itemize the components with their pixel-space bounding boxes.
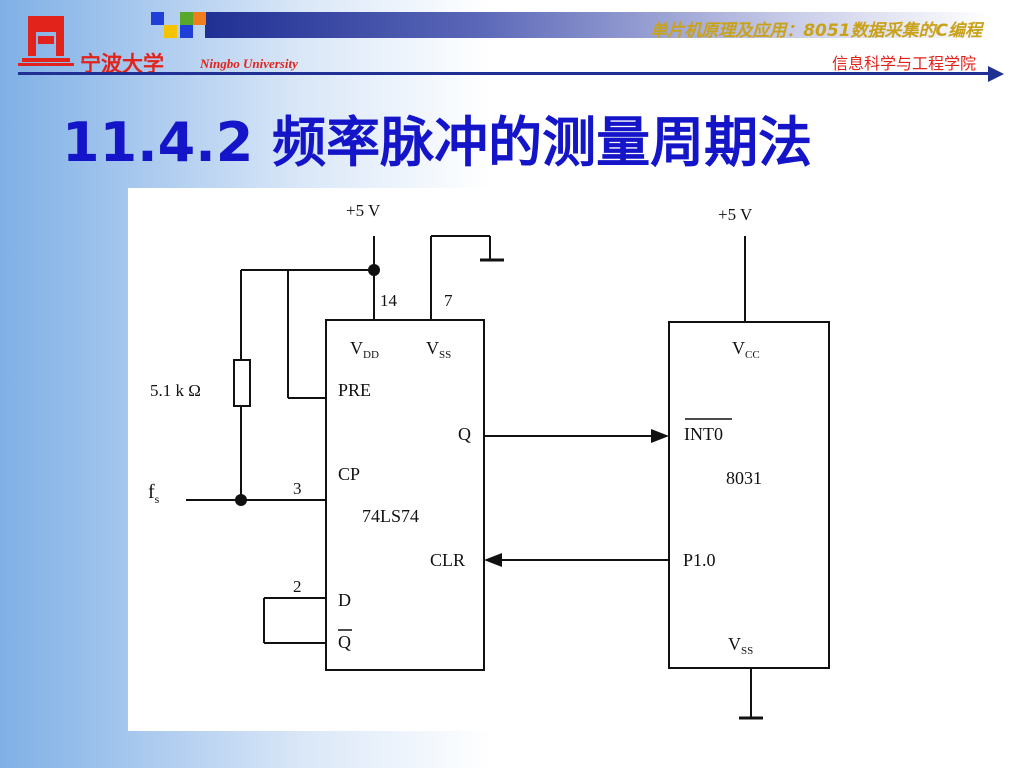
resistor-body [233, 359, 251, 407]
label-d: D [338, 590, 351, 610]
label-vcc: VCC [732, 338, 760, 361]
junction-vdd [368, 264, 380, 276]
header-arrow-icon [988, 66, 1004, 82]
label-pin-14: 14 [380, 291, 398, 310]
label-vdd: VDD [350, 338, 379, 361]
label-pin-7: 7 [444, 291, 453, 310]
label-cp: CP [338, 464, 360, 484]
label-supply-right: +5 V [718, 205, 753, 224]
deco-square-orange [193, 12, 206, 25]
deco-square-green [180, 12, 193, 25]
label-vss: VSS [426, 338, 451, 361]
course-title: 单片机原理及应用：8051数据采集的C编程 [650, 21, 982, 41]
label-8031: 8031 [726, 468, 762, 488]
junction-fs [235, 494, 247, 506]
label-q: Q [458, 424, 471, 444]
slide-title: 11.4.2 频率脉冲的测量周期法 [62, 111, 813, 174]
label-mcu-vss: VSS [728, 634, 753, 657]
header-bar [205, 12, 990, 38]
label-qbar: Q [338, 632, 351, 652]
chip-74ls74-body [325, 319, 485, 671]
label-p10: P1.0 [683, 550, 716, 570]
header-divider [18, 72, 993, 75]
university-name-en: Ningbo University [200, 56, 298, 71]
label-74ls74: 74LS74 [362, 506, 419, 526]
deco-square-blue [151, 12, 164, 25]
label-clr: CLR [430, 550, 465, 570]
arrowhead-clr-icon [484, 553, 502, 567]
college-name: 信息科学与工程学院 [831, 54, 976, 73]
label-resistor: 5.1 k Ω [150, 381, 201, 400]
label-supply-left: +5 V [346, 201, 381, 220]
deco-square-blue-2 [180, 25, 193, 38]
circuit-diagram: +5 V +5 V 14 7 5.1 k Ω fs 3 2 VDD VSS PR… [128, 188, 834, 731]
circuit-diagram-svg: +5 V +5 V 14 7 5.1 k Ω fs 3 2 VDD VSS PR… [148, 201, 830, 720]
deco-square-yellow [164, 25, 177, 38]
label-pin-3: 3 [293, 479, 302, 498]
university-logo-icon [18, 16, 74, 66]
label-pre: PRE [338, 380, 371, 400]
arrowhead-int0-icon [651, 429, 669, 443]
label-int0: INT0 [684, 424, 723, 444]
label-pin-2: 2 [293, 577, 302, 596]
chip-8031-body [668, 321, 830, 669]
label-fs: fs [148, 481, 160, 506]
